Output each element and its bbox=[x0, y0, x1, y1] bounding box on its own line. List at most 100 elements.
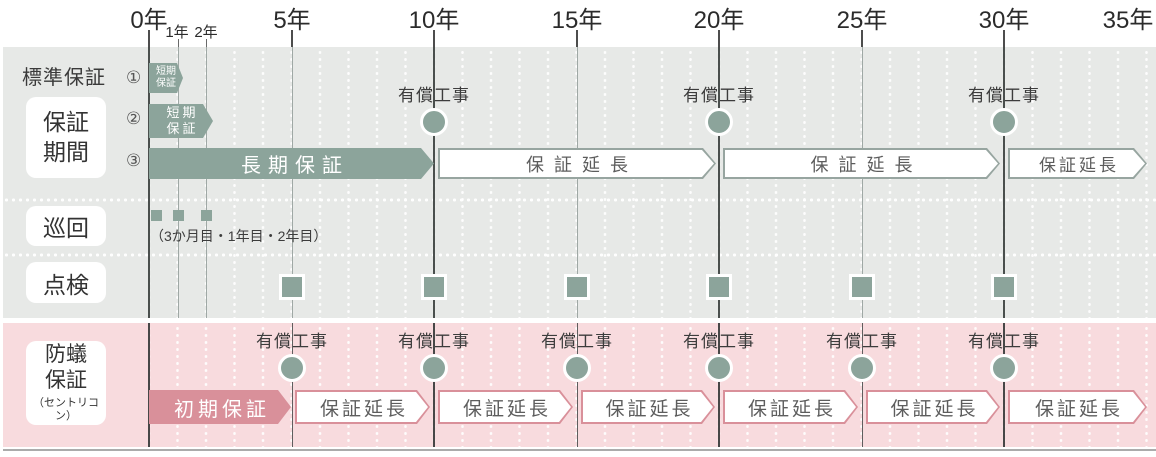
dot-grid bbox=[149, 47, 1156, 318]
bar-label-line: 保証 bbox=[156, 78, 176, 89]
axis-label-15y: 15年 bbox=[551, 7, 603, 34]
inspection-mark-20y bbox=[706, 274, 732, 300]
bar-fill bbox=[297, 392, 428, 422]
year-gridline bbox=[1003, 323, 1005, 447]
axis-label-35y: 35年 bbox=[1102, 7, 1154, 34]
bar-fill bbox=[868, 392, 998, 422]
year-gridline bbox=[718, 323, 720, 447]
bar-label-line: 保証 bbox=[166, 121, 199, 136]
row-number-1: ① bbox=[126, 68, 142, 87]
paid-work-marker-10y: 有償工事 bbox=[389, 81, 479, 136]
paid-work-label: 有償工事 bbox=[968, 332, 1040, 351]
section-title-standard-warranty: 標準保証 bbox=[22, 67, 106, 89]
year-gridline bbox=[433, 323, 435, 447]
bar-termite-extension-5-10: 保証延長 bbox=[295, 390, 430, 424]
bar-warranty-extension-30-35: 保証延長 bbox=[1008, 148, 1147, 179]
year-gridline bbox=[1003, 47, 1005, 318]
bar-short-term-warranty-2: 短期 保証 bbox=[149, 104, 213, 138]
bar-fill bbox=[1010, 150, 1145, 177]
year-gridline bbox=[292, 323, 293, 447]
bar-label-line: 短期 bbox=[166, 105, 199, 121]
bar-warranty-extension-10-20: 保証延長 bbox=[438, 148, 716, 179]
inspection-mark-15y bbox=[564, 274, 590, 300]
bar-warranty-extension-20-30: 保証延長 bbox=[723, 148, 1000, 179]
paid-work-marker-30y: 有償工事 bbox=[959, 81, 1049, 136]
paid-work-label: 有償工事 bbox=[541, 332, 613, 351]
side-box-termite-line1: 防蟻 bbox=[45, 343, 87, 366]
axis-tick bbox=[178, 39, 179, 47]
paid-work-label: 有償工事 bbox=[826, 332, 898, 351]
row-separator bbox=[3, 253, 1156, 257]
bar-fill bbox=[440, 150, 714, 177]
axis-label-0y: 0年 bbox=[130, 7, 168, 34]
row-number-2: ② bbox=[126, 109, 142, 128]
axis-label-2y: 2年 bbox=[194, 24, 218, 41]
bar-label: 長期保証 bbox=[241, 155, 349, 177]
side-box-termite-line2: 保証 bbox=[45, 369, 87, 393]
axis-label-1y: 1年 bbox=[165, 24, 189, 41]
axis-label-5y: 5年 bbox=[273, 7, 311, 34]
paid-work-label: 有償工事 bbox=[968, 86, 1040, 105]
axis-tick bbox=[433, 30, 435, 47]
paid-work-label: 有償工事 bbox=[256, 332, 328, 351]
axis-tick bbox=[718, 30, 720, 47]
side-box-warranty-period-line2: 期間 bbox=[43, 138, 89, 165]
paid-work-dot-icon bbox=[990, 108, 1018, 136]
patrol-mark-1y bbox=[173, 210, 184, 221]
paid-work-dot-icon bbox=[278, 354, 306, 382]
axis-tick bbox=[861, 30, 863, 47]
paid-work-label: 有償工事 bbox=[683, 86, 755, 105]
paid-work-dot-icon bbox=[990, 354, 1018, 382]
bar-fill bbox=[1010, 392, 1145, 422]
year-gridline bbox=[433, 47, 435, 318]
bar-label: 初期保証 bbox=[174, 398, 270, 421]
year-gridline bbox=[206, 47, 207, 318]
paid-work-dot-icon bbox=[705, 108, 733, 136]
bar-label: 保証延長 bbox=[747, 398, 836, 420]
year-gridline bbox=[178, 47, 179, 318]
year-gridline bbox=[292, 47, 293, 318]
year-gridline bbox=[862, 323, 863, 447]
dot-grid bbox=[149, 323, 1156, 447]
bar-label: 保証延長 bbox=[605, 398, 694, 420]
year-gridline bbox=[148, 323, 150, 447]
row-number-3: ③ bbox=[126, 151, 142, 170]
paid-work-label: 有償工事 bbox=[398, 86, 470, 105]
bar-fill bbox=[583, 392, 713, 422]
bar-label: 保証延長 bbox=[810, 154, 923, 175]
bar-label: 保証延長 bbox=[319, 398, 408, 420]
bar-label: 保証延長 bbox=[1034, 398, 1123, 420]
bar-fill bbox=[725, 150, 998, 177]
side-box-termite-subtitle: （セントリコン） bbox=[33, 396, 99, 423]
axis-tick bbox=[148, 30, 150, 47]
paid-work-dot-icon bbox=[848, 354, 876, 382]
year-gridline bbox=[862, 47, 863, 318]
bar-termite-extension-30-35: 保証延長 bbox=[1008, 390, 1147, 424]
inspection-mark-25y bbox=[849, 274, 875, 300]
side-box-inspection-label: 点検 bbox=[43, 271, 89, 298]
termite-paid-work-marker-15y: 有償工事 bbox=[532, 327, 622, 382]
bar-termite-extension-10-15: 保証延長 bbox=[438, 390, 573, 424]
axis-tick bbox=[291, 30, 293, 47]
year-gridline bbox=[577, 47, 578, 318]
bar-termite-extension-20-25: 保証延長 bbox=[723, 390, 858, 424]
termite-paid-work-marker-25y: 有償工事 bbox=[817, 327, 907, 382]
bottom-border bbox=[3, 449, 1156, 451]
patrol-mark-3months bbox=[151, 210, 162, 221]
termite-paid-work-marker-5y: 有償工事 bbox=[247, 327, 337, 382]
patrol-caption: （3か月目・1年目・2年目） bbox=[150, 228, 328, 244]
side-box-inspection: 点検 bbox=[26, 262, 106, 303]
patrol-mark-2y bbox=[201, 210, 212, 221]
termite-paid-work-marker-30y: 有償工事 bbox=[959, 327, 1049, 382]
bar-label: 保証延長 bbox=[462, 398, 551, 420]
bar-termite-extension-25-30: 保証延長 bbox=[866, 390, 1000, 424]
bar-fill bbox=[725, 392, 856, 422]
termite-paid-work-marker-20y: 有償工事 bbox=[674, 327, 764, 382]
axis-tick bbox=[1003, 30, 1005, 47]
paid-work-label: 有償工事 bbox=[683, 332, 755, 351]
bar-label: 保証延長 bbox=[526, 154, 638, 175]
side-box-warranty-period: 保証 期間 bbox=[26, 97, 106, 178]
axis-label-10y: 10年 bbox=[408, 7, 460, 34]
year-gridline bbox=[577, 323, 578, 447]
